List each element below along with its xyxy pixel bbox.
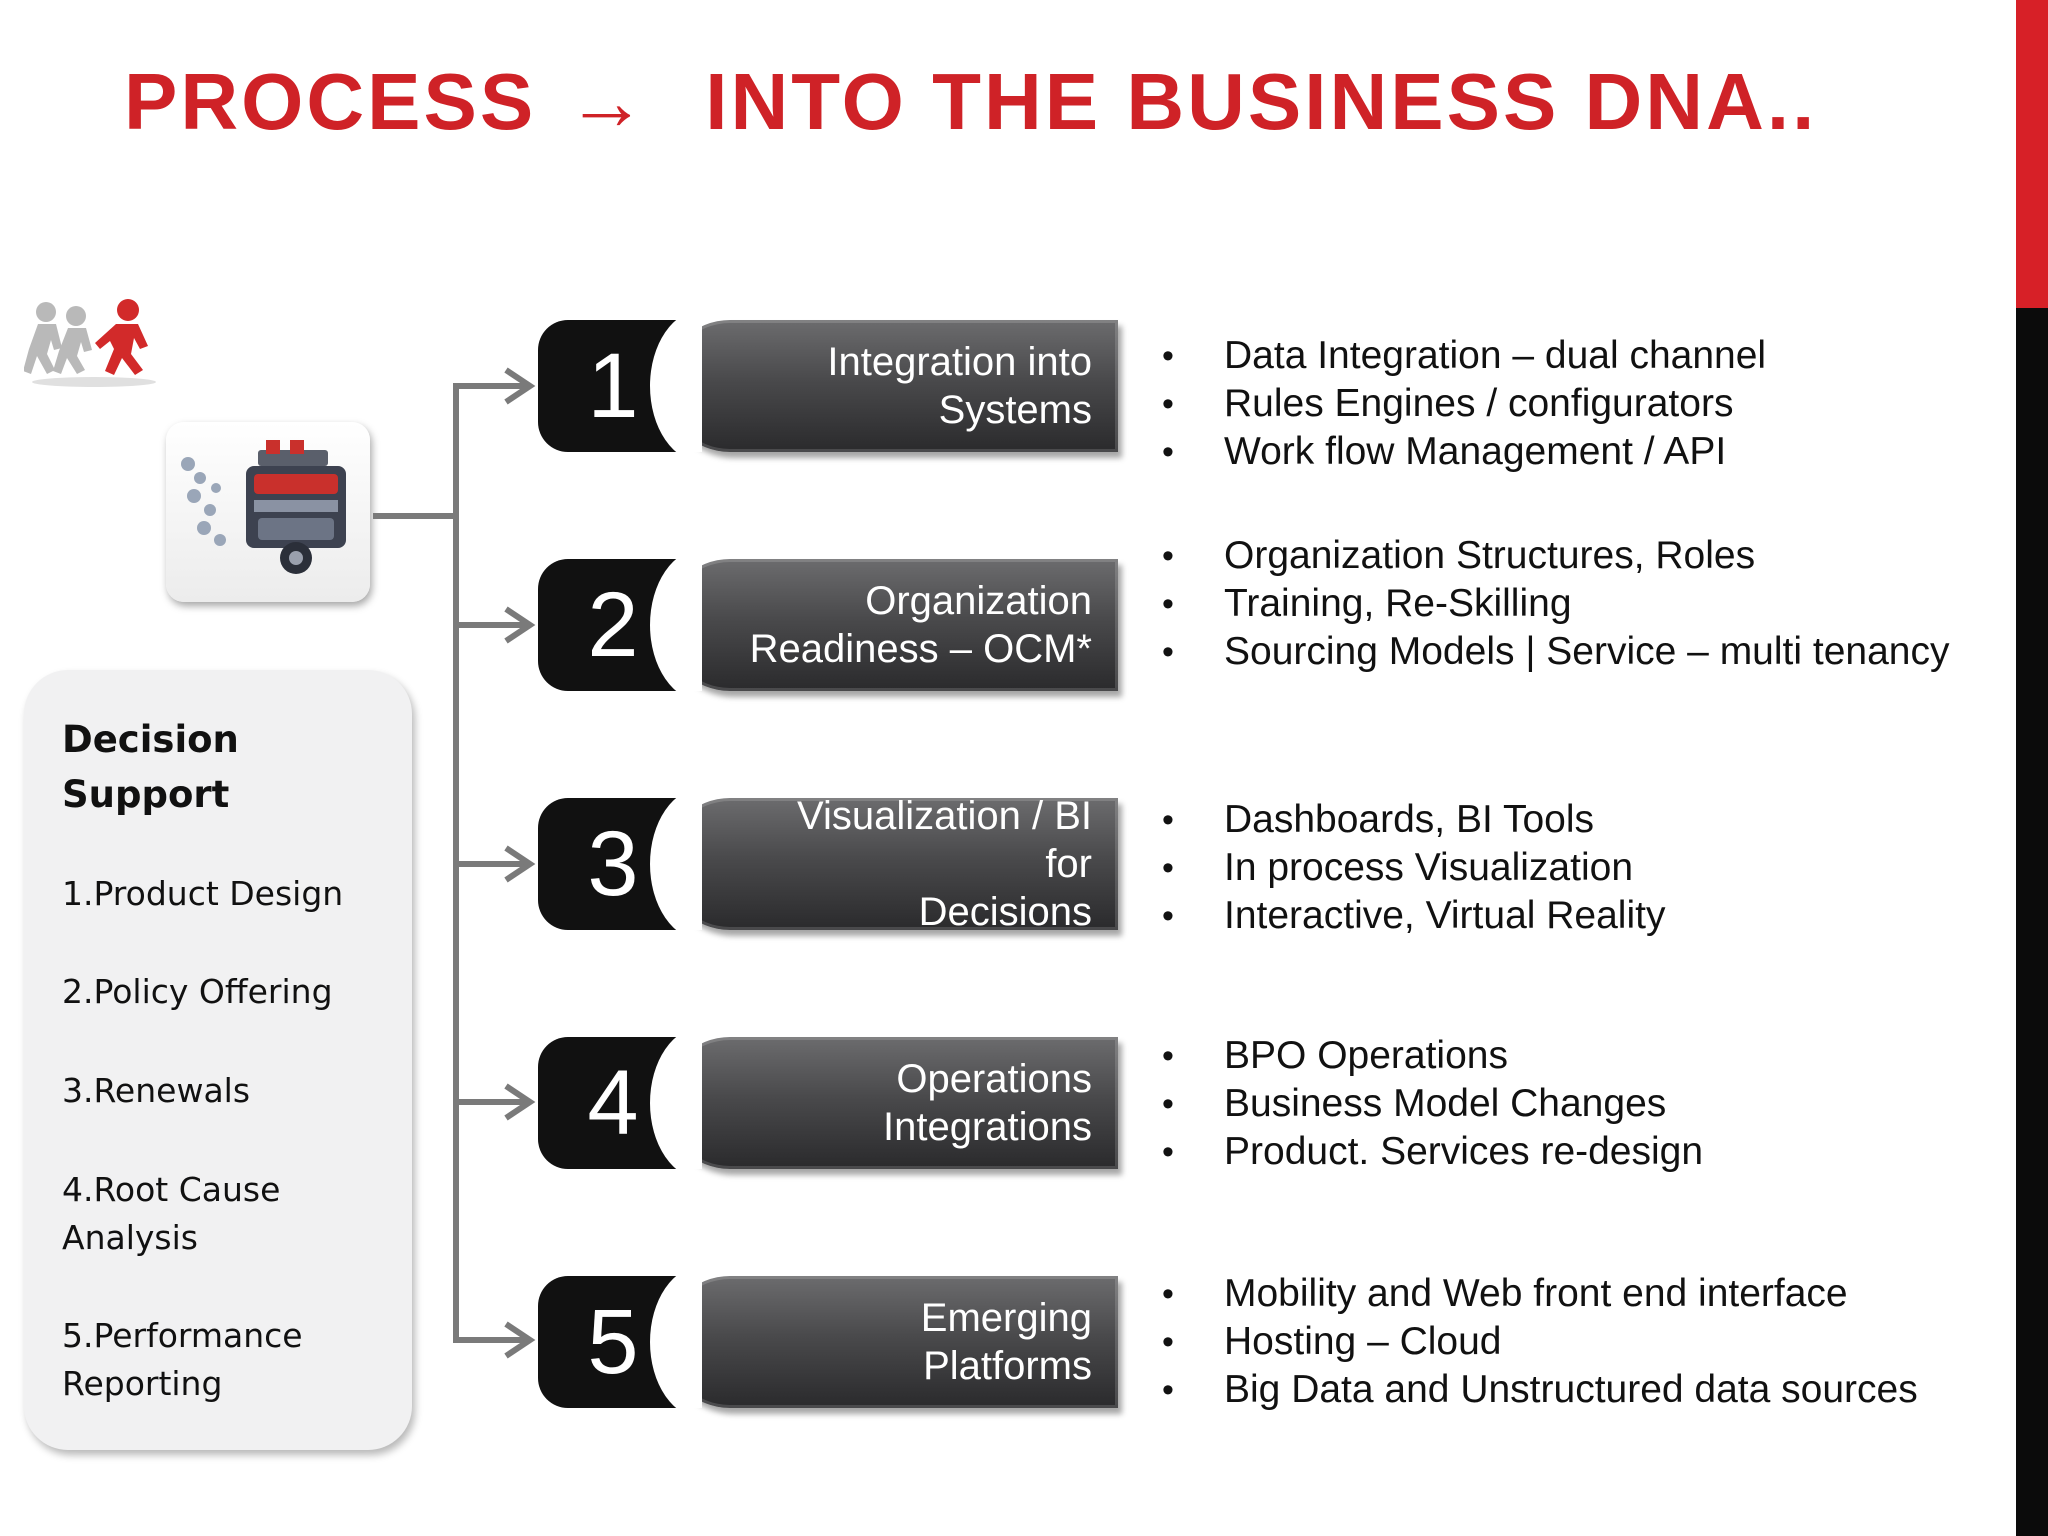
- title-business-dna: INTO THE BUSINESS DNA..: [705, 57, 1818, 146]
- step-number-tab-3: 3: [538, 798, 702, 930]
- edge-black-bar: [2016, 308, 2048, 1536]
- bullet-item: Dashboards, BI Tools: [1150, 796, 1990, 844]
- decision-support-panel: Decision Support 1.Product Design 2.Poli…: [24, 670, 412, 1450]
- decision-item: 5.Performance Reporting: [62, 1312, 402, 1408]
- step-number-tab-2: 2: [538, 559, 702, 691]
- step-bullets-4: BPO Operations Business Model Changes Pr…: [1150, 1032, 1990, 1176]
- step-bullets-5: Mobility and Web front end interface Hos…: [1150, 1270, 1990, 1414]
- bullet-item: Sourcing Models | Service – multi tenanc…: [1150, 628, 1990, 676]
- bullet-item: Mobility and Web front end interface: [1150, 1270, 1990, 1318]
- step-bullets-3: Dashboards, BI Tools In process Visualiz…: [1150, 796, 1990, 940]
- bullet-item: Rules Engines / configurators: [1150, 380, 1990, 428]
- decision-item-text: 3.Renewals: [62, 1071, 251, 1110]
- decision-support-title: Decision Support: [62, 712, 392, 822]
- decision-title-line2: Support: [62, 773, 230, 816]
- bullet-item: Product. Services re-design: [1150, 1128, 1990, 1176]
- step-number-tab-1: 1: [538, 320, 702, 452]
- step-number: 1: [587, 335, 639, 437]
- bullet-item: Big Data and Unstructured data sources: [1150, 1366, 1990, 1414]
- people-running-icon: [24, 299, 156, 387]
- step-number: 4: [587, 1052, 639, 1154]
- engine-card: [166, 422, 370, 602]
- step-bullets-1: Data Integration – dual channel Rules En…: [1150, 332, 1990, 476]
- bullet-item: Business Model Changes: [1150, 1080, 1990, 1128]
- bullet-item: Organization Structures, Roles: [1150, 532, 1990, 580]
- arrow-head-1: [504, 367, 536, 405]
- decision-item-text: 4.Root Cause: [62, 1170, 281, 1209]
- decision-item-text: 2.Policy Offering: [62, 972, 333, 1011]
- step-label-text: Emerging Platforms: [920, 1296, 1092, 1388]
- decision-item-text: 1.Product Design: [62, 874, 344, 913]
- decision-item: 1.Product Design: [62, 870, 402, 918]
- bullet-item: Work flow Management / API: [1150, 428, 1990, 476]
- title-arrow-icon: →: [566, 57, 650, 146]
- decision-item: 2.Policy Offering: [62, 968, 402, 1016]
- decision-item-text: Reporting: [62, 1364, 223, 1403]
- step-label-5: Emerging Platforms: [664, 1276, 1118, 1408]
- decision-item: 3.Renewals: [62, 1067, 402, 1115]
- decision-item: 4.Root Cause Analysis: [62, 1166, 402, 1262]
- step-number: 5: [587, 1291, 639, 1393]
- arrow-head-5: [504, 1321, 536, 1359]
- bullet-item: Training, Re-Skilling: [1150, 580, 1990, 628]
- arrow-head-4: [504, 1083, 536, 1121]
- title-process: PROCESS: [124, 57, 537, 146]
- bullet-item: In process Visualization: [1150, 844, 1990, 892]
- edge-red-bar: [2016, 0, 2048, 308]
- bullet-item: Interactive, Virtual Reality: [1150, 892, 1990, 940]
- bullet-item: Hosting – Cloud: [1150, 1318, 1990, 1366]
- decision-item-text: 5.Performance: [62, 1316, 303, 1355]
- step-number: 3: [587, 813, 639, 915]
- step-number-tab-4: 4: [538, 1037, 702, 1169]
- slide-title: PROCESS → INTO THE BUSINESS DNA..: [124, 52, 2004, 152]
- bullet-item: Data Integration – dual channel: [1150, 332, 1990, 380]
- decision-item-text: Analysis: [62, 1218, 198, 1257]
- arrow-head-3: [504, 845, 536, 883]
- decision-title-line1: Decision: [62, 718, 239, 761]
- bullet-item: BPO Operations: [1150, 1032, 1990, 1080]
- step-number: 2: [587, 574, 639, 676]
- arrow-head-2: [504, 606, 536, 644]
- step-number-tab-5: 5: [538, 1276, 702, 1408]
- step-bullets-2: Organization Structures, Roles Training,…: [1150, 532, 1990, 676]
- engine-icon: [181, 440, 346, 574]
